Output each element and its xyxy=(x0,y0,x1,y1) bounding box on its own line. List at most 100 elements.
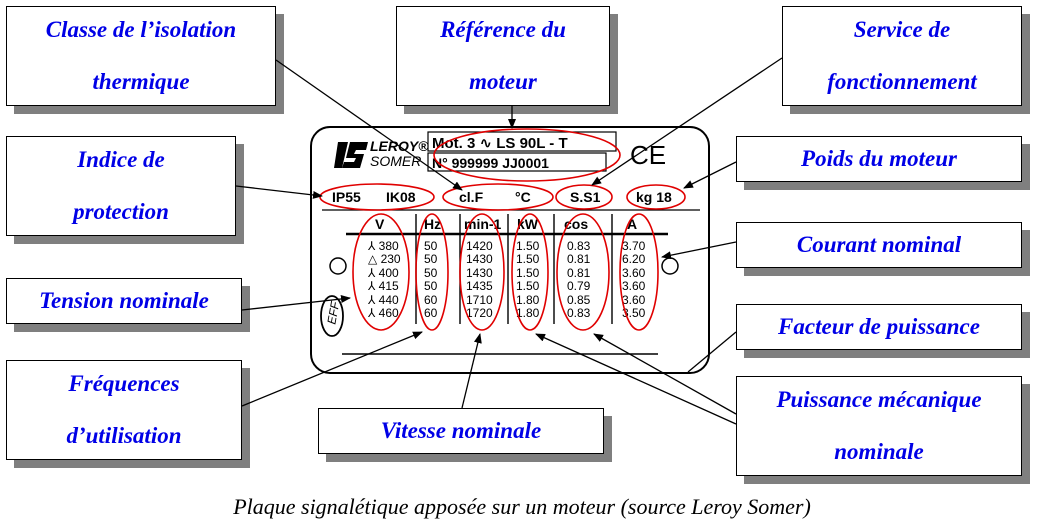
label-line: Service de xyxy=(853,17,951,42)
label-motor-reference: Référence du moteur xyxy=(396,6,610,106)
label-line: fonctionnement xyxy=(827,69,977,94)
label-mechanical-power: Puissance mécanique nominale xyxy=(736,376,1022,476)
label-rated-voltage: Tension nominale xyxy=(6,278,242,324)
label-protection-index: Indice de protection xyxy=(6,136,236,236)
cell-cos: 0.81 xyxy=(567,265,591,280)
arrow-current xyxy=(661,241,737,260)
nameplate xyxy=(310,126,710,374)
cell-frequency: 60 xyxy=(424,292,438,307)
cell-frequency: 60 xyxy=(424,306,438,320)
label-line: Référence du xyxy=(440,17,566,42)
arrow-cos xyxy=(593,333,737,415)
temperature-unit: °C xyxy=(515,189,531,205)
ellipse-power xyxy=(511,213,549,331)
insulation-class-value: cl.F xyxy=(459,189,484,205)
arrow-mechanical-power xyxy=(535,333,737,425)
label-line: Fréquences xyxy=(68,371,180,396)
col-header-frequency: Hz xyxy=(424,216,442,232)
motor-model: Mot. 3 ∿ LS 90L - T xyxy=(432,135,568,152)
ik-rating: IK08 xyxy=(386,189,416,205)
leroy-somer-logo-icon xyxy=(334,142,368,168)
ellipse-voltage xyxy=(352,213,410,331)
ip-rating: IP55 xyxy=(332,189,361,205)
col-header-voltage: V xyxy=(375,216,385,232)
arrow-power-factor xyxy=(687,331,737,373)
cell-voltage: ⅄ 440 xyxy=(368,292,399,307)
cell-current: 3.60 xyxy=(622,279,646,294)
label-line: Indice de xyxy=(77,147,165,172)
label-line: Puissance mécanique xyxy=(776,387,982,412)
ellipse-current xyxy=(619,213,659,331)
ellipse-frequency xyxy=(415,213,449,331)
cell-current: 3.50 xyxy=(622,306,646,320)
label-insulation-class: Classe de l’isolation thermique xyxy=(6,6,276,106)
cell-current: 3.60 xyxy=(622,292,646,307)
label-rated-current: Courant nominal xyxy=(736,222,1022,268)
label-motor-weight: Poids du moteur xyxy=(736,136,1022,182)
label-line: nominale xyxy=(834,439,924,464)
label-line: Courant nominal xyxy=(796,232,962,257)
mount-hole-left xyxy=(329,257,347,275)
label-line: d’utilisation xyxy=(66,423,182,448)
label-line: Tension nominale xyxy=(39,288,209,313)
label-line: Poids du moteur xyxy=(801,146,957,171)
ellipse-protection xyxy=(319,183,435,211)
cell-cos: 0.79 xyxy=(567,279,591,294)
cell-cos: 0.83 xyxy=(567,239,591,253)
cell-current: 3.60 xyxy=(622,265,646,280)
cell-voltage: ⅄ 380 xyxy=(368,239,399,253)
label-rated-speed: Vitesse nominale xyxy=(318,408,604,454)
arrow-frequency xyxy=(241,331,423,407)
motor-serial: N° 999999 JJ0001 xyxy=(432,155,549,171)
serial-box xyxy=(427,152,607,172)
cell-voltage: ⅄ 460 xyxy=(368,306,399,320)
cell-current: 6.20 xyxy=(622,252,646,267)
arrow-insulation xyxy=(275,59,463,191)
ellipse-motor-reference xyxy=(433,128,621,182)
cell-frequency: 50 xyxy=(424,252,438,267)
cell-cos: 0.81 xyxy=(567,252,591,267)
ellipse-speed xyxy=(459,213,505,331)
label-line: Classe de l’isolation xyxy=(45,17,237,42)
cell-frequency: 50 xyxy=(424,265,438,280)
mount-hole-right xyxy=(661,257,679,275)
arrow-speed xyxy=(461,333,482,409)
label-line: thermique xyxy=(92,69,190,94)
cell-power: 1.50 xyxy=(516,279,540,294)
cell-speed: 1435 xyxy=(466,279,493,294)
label-line: Facteur de puissance xyxy=(778,314,980,339)
arrow-voltage xyxy=(241,295,351,311)
cell-power: 1.50 xyxy=(516,239,540,253)
col-header-cos: cos xyxy=(564,216,589,232)
cell-power: 1.50 xyxy=(516,265,540,280)
label-line: protection xyxy=(73,199,169,224)
cell-cos: 0.85 xyxy=(567,292,591,307)
arrow-service xyxy=(591,57,783,186)
ellipse-weight xyxy=(626,184,686,210)
figure-caption: Plaque signalétique apposée sur un moteu… xyxy=(233,494,811,519)
ellipse-insulation xyxy=(442,183,554,211)
col-header-current: A xyxy=(627,216,638,232)
label-line: moteur xyxy=(469,69,537,94)
cell-speed: 1430 xyxy=(466,265,493,280)
model-box xyxy=(427,131,617,152)
cell-speed: 1420 xyxy=(466,239,493,253)
cell-speed: 1710 xyxy=(466,292,493,307)
arrow-protection xyxy=(235,185,323,199)
cell-speed: 1430 xyxy=(466,252,493,267)
cell-speed: 1720 xyxy=(466,306,493,320)
service-value: S.S1 xyxy=(570,189,601,205)
cell-frequency: 50 xyxy=(424,279,438,294)
cell-voltage: ⅄ 415 xyxy=(368,279,399,294)
label-frequencies: Fréquences d’utilisation xyxy=(6,360,242,460)
cell-current: 3.70 xyxy=(622,239,646,253)
cell-voltage: ⅄ 400 xyxy=(368,265,399,280)
label-operating-service: Service de fonctionnement xyxy=(782,6,1022,106)
cell-voltage: △ 230 xyxy=(368,252,401,267)
ellipse-service xyxy=(555,184,613,210)
ellipse-cos xyxy=(556,213,610,331)
cell-power: 1.80 xyxy=(516,292,540,307)
cell-frequency: 50 xyxy=(424,239,438,253)
eff-logo-outline xyxy=(320,295,344,337)
